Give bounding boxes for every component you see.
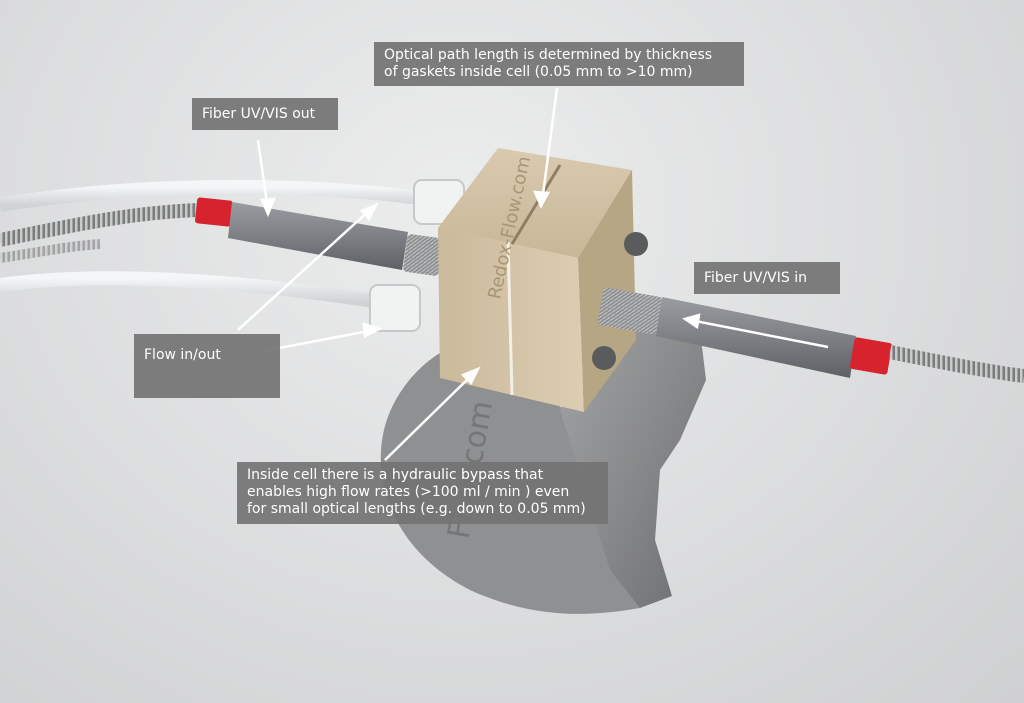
arrow-bypass <box>384 372 475 461</box>
arrow-optical-path <box>540 87 559 203</box>
arrow-optical-path-head <box>533 190 551 209</box>
arrow-fiber-out-head <box>260 197 276 218</box>
fiber-jacket-out <box>228 202 408 270</box>
cell-split <box>510 164 562 245</box>
bypass-annotation: Inside cell there is a hydraulic bypass … <box>237 462 608 524</box>
cell-top-face <box>438 148 632 258</box>
screw-upper <box>624 232 648 256</box>
gasket-line <box>506 241 514 396</box>
optical-path-line-1: Optical path length is determined by thi… <box>384 47 713 63</box>
arrow-fiber-in <box>689 318 829 349</box>
fiber-jacket-in <box>656 297 856 378</box>
optical-path-line-2: of gaskets inside cell (0.05 mm to >10 m… <box>384 64 693 80</box>
flow-annotation: Flow in/out <box>134 334 280 398</box>
arrow-flow-upper <box>237 207 373 331</box>
fitting-lower <box>369 284 421 332</box>
flow-label: Flow in/out <box>144 347 221 363</box>
arrow-fiber-in-head <box>682 313 701 330</box>
fiber-in-annotation: Fiber UV/VIS in <box>694 262 840 294</box>
optical-path-annotation: Optical path length is determined by thi… <box>374 42 744 86</box>
fiber-connector-out <box>403 234 443 276</box>
bypass-line-1: Inside cell there is a hydraulic bypass … <box>247 467 544 483</box>
fiber-armor-right <box>888 345 1024 383</box>
flow-tube-upper <box>0 179 421 212</box>
arrow-bypass-head <box>460 366 481 386</box>
fiber-collar-right <box>849 337 893 375</box>
fiber-armor-left <box>0 203 201 247</box>
fiber-collar-left <box>195 197 233 227</box>
arrow-fiber-out <box>256 139 270 211</box>
screw-lower <box>592 346 616 370</box>
fiber-in-label: Fiber UV/VIS in <box>704 270 807 286</box>
fiber-connector-in <box>597 287 663 335</box>
fiber-out-annotation: Fiber UV/VIS out <box>192 98 338 130</box>
flow-tube-lower <box>0 271 382 309</box>
bypass-line-2: enables high flow rates (>100 ml / min )… <box>247 484 570 500</box>
arrow-flow-lower-head <box>362 322 383 338</box>
bypass-line-3: for small optical lengths (e.g. down to … <box>247 501 586 517</box>
fiber-armor-left-shadow <box>0 239 101 263</box>
fiber-out-label: Fiber UV/VIS out <box>202 106 316 122</box>
arrow-flow-upper-head <box>359 202 379 222</box>
